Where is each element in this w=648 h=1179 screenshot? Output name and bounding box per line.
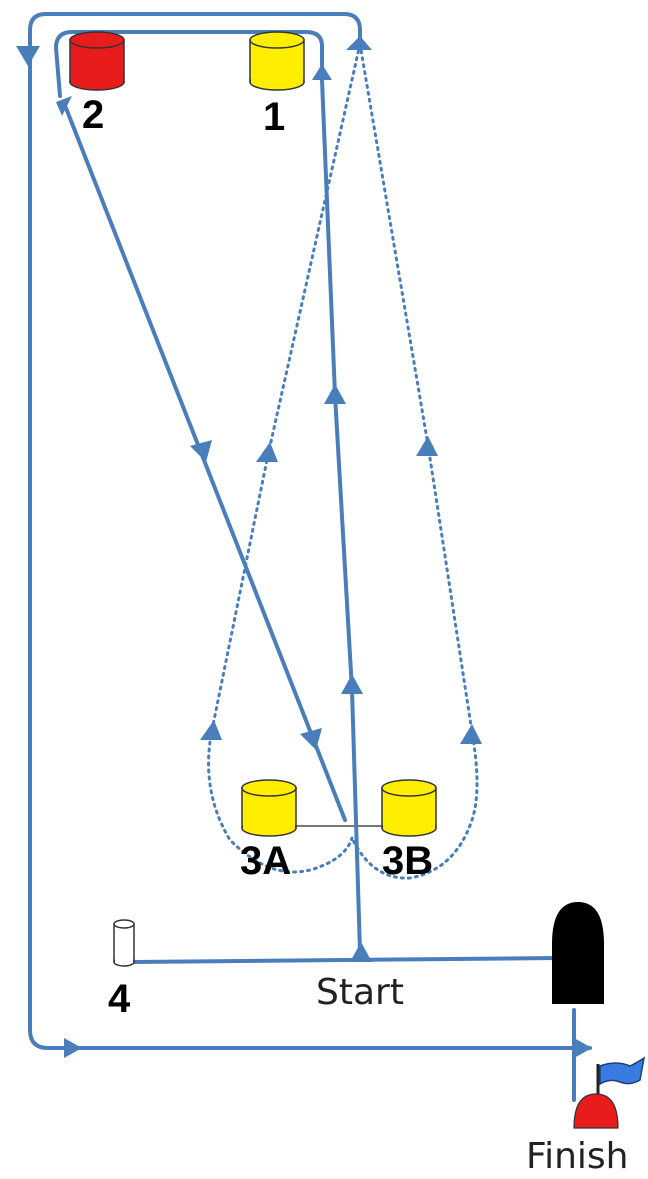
finish-mark — [573, 1056, 646, 1129]
finish-label: Finish — [526, 1136, 628, 1177]
route-diagonal-leg — [64, 106, 347, 822]
arrow-down-icon — [16, 46, 40, 66]
direction-arrows — [16, 36, 592, 1058]
arrow-up-icon — [256, 442, 278, 462]
route-lines — [28, 12, 592, 1102]
mark-3b-label: 3B — [382, 839, 433, 883]
arrow-up-icon — [324, 384, 346, 404]
start-label: Start — [316, 972, 404, 1013]
mark-4-label: 4 — [108, 977, 131, 1021]
mark-2-label: 2 — [82, 93, 104, 137]
route-gate-3b-loop — [350, 42, 479, 880]
arrow-up-icon — [200, 720, 222, 740]
start-line — [132, 956, 560, 964]
mark-3a-label: 3A — [240, 839, 291, 883]
finish-buoy-icon — [573, 1093, 619, 1129]
arrow-up-icon — [346, 36, 372, 50]
arrow-right-icon — [64, 1038, 82, 1058]
mark-3a-buoy-icon — [241, 779, 297, 837]
arrow-down-icon — [190, 440, 212, 462]
mark-1-buoy-icon — [249, 31, 305, 91]
mark-3b-buoy-icon — [381, 779, 437, 837]
mark-4-buoy-icon — [113, 919, 135, 967]
route-top-loop — [54, 30, 324, 98]
mark-2: 2 — [69, 31, 125, 137]
route-gate-3a-loop — [207, 42, 362, 874]
arrow-up-icon — [312, 64, 332, 80]
arrow-up-icon — [341, 674, 363, 694]
arrow-up-icon — [350, 942, 372, 962]
flag-icon — [599, 1056, 646, 1086]
committee-boat-icon — [552, 902, 604, 1004]
mark-1-label: 1 — [263, 95, 285, 139]
mark-3b: 3B — [381, 779, 437, 883]
route-beat-to-mark-1 — [320, 78, 362, 954]
route-outer-loop — [28, 12, 592, 1050]
mark-2-buoy-icon — [69, 31, 125, 91]
arrow-up-icon — [416, 436, 438, 456]
arrow-down-icon — [300, 728, 322, 750]
arrow-down-icon — [56, 96, 72, 116]
arrow-right-icon — [574, 1038, 592, 1058]
mark-1: 1 — [249, 31, 305, 139]
mark-3a: 3A — [240, 779, 297, 883]
arrow-up-icon — [460, 724, 482, 744]
mark-4: 4 — [108, 919, 135, 1021]
